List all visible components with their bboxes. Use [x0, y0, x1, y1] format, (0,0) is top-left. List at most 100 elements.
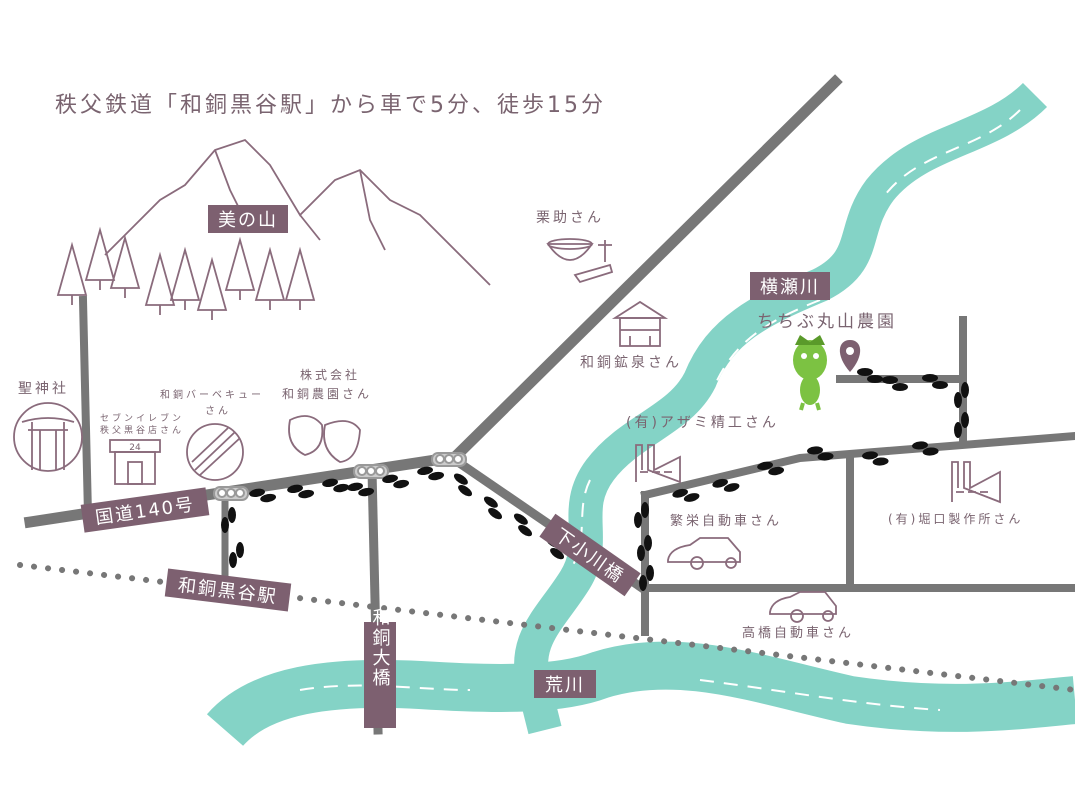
footprint-icon [644, 535, 652, 551]
strawberry-icon [288, 415, 361, 463]
footprint-icon [417, 466, 433, 476]
label-nouen-2: 和銅農園さん [282, 387, 372, 401]
footprint-icon [221, 517, 229, 533]
forest-illustration [56, 226, 316, 320]
footprint-icon [922, 374, 938, 382]
footprint-icon [882, 376, 898, 384]
label-kosen: 和銅鉱泉さん [580, 354, 682, 371]
label-seven-2: 秩父黒谷店さん [100, 424, 184, 436]
car-icon-hanei [667, 537, 741, 570]
footprint-icon [513, 513, 528, 525]
tree-icon [144, 251, 176, 315]
footprint-icon [236, 542, 244, 558]
map-pin-icon [839, 340, 861, 372]
footprint-icon [637, 545, 645, 561]
yokoze-river [514, 82, 1048, 735]
footprint-icon [672, 488, 688, 498]
footprint-icon [857, 368, 873, 376]
tree-icon [56, 241, 88, 305]
footprint-icon [639, 575, 647, 591]
factory-icon-horiguchi [951, 461, 1001, 504]
footprint-icon [229, 552, 237, 568]
label-bbq-1: 和銅バーベキュー [160, 388, 264, 401]
page-title: 秩父鉄道「和銅黒谷駅」から車で5分、徒歩15分 [55, 93, 606, 118]
footprint-icon [872, 457, 889, 466]
footprint-icon [954, 392, 962, 408]
tea-bowl-icon [546, 238, 614, 284]
footprint-icon [892, 383, 908, 391]
factory-icon-azami [635, 444, 681, 484]
tree-icon [109, 234, 141, 298]
tree-icon [169, 246, 201, 310]
footprint-icon [393, 479, 410, 489]
footprint-icon [228, 507, 236, 523]
footprint-icon [768, 466, 785, 476]
bbq-skewers-icon [186, 423, 244, 481]
onsen-building-icon [611, 300, 669, 347]
footprint-icon [333, 483, 350, 493]
label-hanei: 繁栄自動車さん [670, 513, 782, 529]
tree-icon [224, 236, 256, 300]
footprint-icon [646, 565, 654, 581]
footprint-icon [912, 441, 928, 450]
footprint-icon [249, 488, 265, 498]
footprint-icon [757, 461, 773, 471]
label-bbq-2: さん [205, 405, 231, 417]
footprint-icon [807, 446, 823, 455]
footprint-icon [298, 489, 315, 499]
footprint-icon [488, 507, 503, 520]
tree-icon [84, 226, 116, 290]
footprint-icon [932, 381, 948, 389]
svg-text:24: 24 [129, 443, 141, 453]
footprint-icon [683, 493, 700, 502]
car-icon-takahashi [769, 591, 837, 623]
footprint-icon [453, 473, 468, 485]
footprint-icon [922, 447, 939, 456]
tag-wado-bridge: 和銅大橋 [364, 608, 396, 728]
river-ripples [299, 109, 1021, 711]
tree-icon [284, 246, 316, 310]
footprint-icon [961, 412, 969, 428]
torii-shrine-icon [13, 402, 83, 472]
footprint-icon [712, 478, 728, 488]
footprint-icon [347, 482, 363, 492]
svg-text:和銅大橋: 和銅大橋 [370, 608, 391, 688]
svg-text:美の山: 美の山 [218, 210, 278, 231]
footprint-icon [322, 478, 338, 488]
footprint-icon [723, 483, 740, 492]
tree-icon [196, 256, 228, 320]
footprint-icon [961, 382, 969, 398]
arakawa-river [206, 641, 1075, 747]
footprint-icon [518, 524, 533, 537]
label-horiguchi: (有)堀口製作所さん [888, 511, 1023, 526]
footprint-icon [954, 422, 962, 438]
label-seven-1: セブンイレブン [100, 412, 184, 424]
railway-line [17, 562, 1075, 693]
tag-mountain: 美の山 [208, 205, 288, 233]
traffic-light-icons [213, 452, 467, 501]
label-farm: ちちぶ丸山農園 [757, 312, 897, 332]
footprint-icon [817, 452, 834, 461]
label-nouen-1: 株式会社 [300, 367, 360, 382]
footprint-icon [358, 487, 375, 497]
tree-icon [254, 246, 286, 310]
tag-route140: 国道140号 [80, 487, 210, 533]
footprint-icon [634, 512, 642, 528]
tag-arakawa: 荒川 [534, 670, 596, 698]
footprint-icon [287, 484, 303, 494]
footprint-icon [483, 496, 498, 508]
footprint-icon [428, 471, 445, 481]
label-takahashi: 高橋自動車さん [742, 625, 854, 641]
footprint-icon [550, 547, 565, 560]
footprint-icon [867, 375, 883, 383]
tag-yokoze-river: 横瀬川 [750, 272, 830, 300]
convenience-store-icon: 24 [109, 439, 161, 485]
footprint-icon [458, 484, 473, 497]
footprint-icon [260, 493, 277, 503]
svg-text:荒川: 荒川 [545, 675, 585, 696]
label-azami: (有)アザミ精工さん [626, 415, 779, 431]
footprint-icon [641, 502, 649, 518]
label-kurisuke: 栗助さん [536, 210, 604, 226]
label-shrine: 聖神社 [18, 381, 69, 397]
